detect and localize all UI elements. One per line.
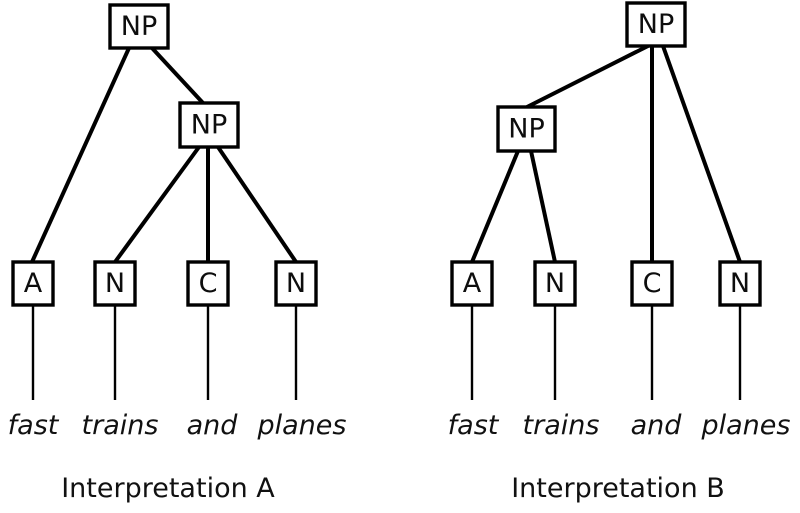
node-box-b-np-root[interactable] [625,1,687,48]
node-label-a-a: A [24,268,43,299]
node-label-b-n1: N [545,268,565,299]
node-box-b-a[interactable] [450,260,494,307]
node-label-b-c: C [643,268,662,299]
tree-edge-a-np-inner-to-a-n1 [113,145,201,264]
node-label-a-c: C [199,268,218,299]
node-box-a-a[interactable] [11,260,55,307]
caption-tree-b: Interpretation B [511,473,725,504]
word-label-b-a: fast [448,410,500,441]
tree-edge-a-np-inner-to-a-n2 [216,145,298,264]
tree-edge-b-np-inner-to-b-n1 [529,150,557,263]
word-label-b-n2: planes [701,410,791,441]
node-box-a-np-root[interactable] [108,3,170,50]
node-box-b-n2[interactable] [718,260,762,307]
node-box-b-n1[interactable] [533,260,577,307]
node-box-b-c[interactable] [630,260,674,307]
word-label-a-c: and [187,410,239,441]
node-box-a-c[interactable] [186,260,230,307]
word-label-b-n1: trains [523,410,600,441]
node-label-b-np-inner: NP [508,114,544,145]
node-box-b-np-inner[interactable] [496,105,557,153]
tree-edge-a-np-root-to-a-a [30,47,131,263]
node-box-a-n2[interactable] [274,260,318,307]
node-label-a-n2: N [286,268,306,299]
node-label-b-a: A [463,268,482,299]
tree-edge-b-np-root-to-b-np-inner [526,44,649,109]
node-label-a-np-inner: NP [191,110,227,141]
word-label-a-a: fast [8,410,60,441]
caption-tree-a: Interpretation A [61,473,275,504]
tree-edge-b-np-root-to-b-n2 [661,45,742,263]
word-label-a-n2: planes [257,410,347,441]
node-box-a-n1[interactable] [93,260,137,307]
word-label-a-n1: trains [82,410,159,441]
tree-edge-b-np-inner-to-b-a [470,150,520,263]
node-label-a-n1: N [105,268,125,299]
tree-edge-a-np-root-to-a-np-inner [150,46,205,105]
node-label-a-np-root: NP [121,11,157,42]
node-box-a-np-inner[interactable] [178,101,240,149]
node-label-b-n2: N [730,268,750,299]
word-label-b-c: and [631,410,683,441]
node-label-b-np-root: NP [638,9,674,40]
